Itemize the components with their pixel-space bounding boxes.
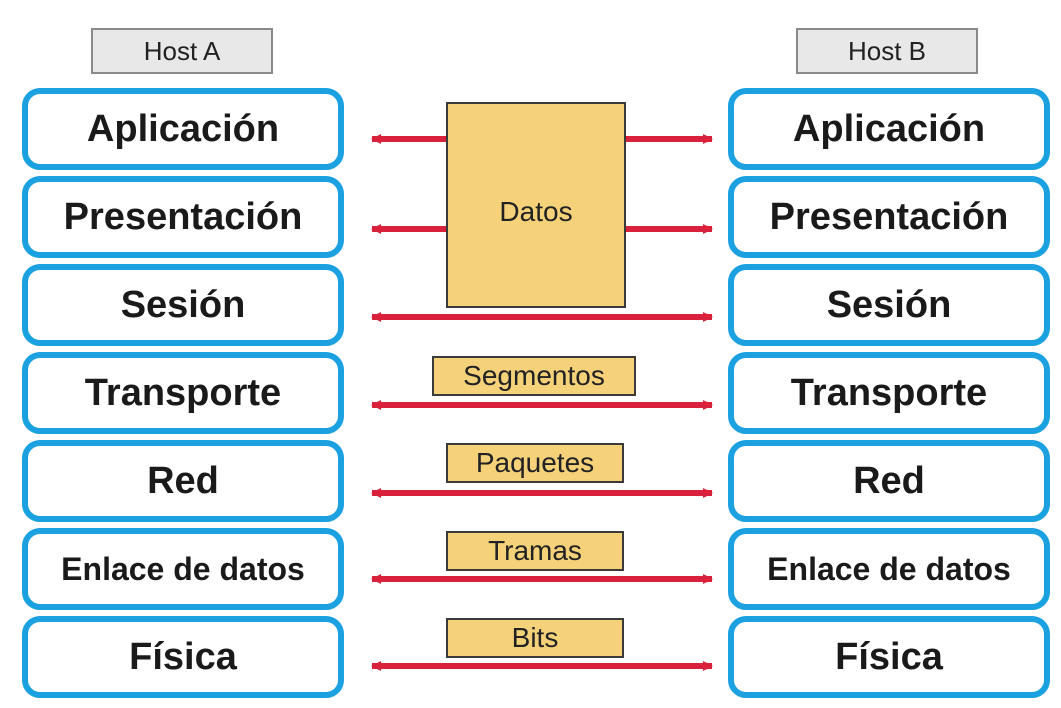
host-a-layer-transporte: Transporte [22,352,344,434]
pdu-paquetes: Paquetes [446,443,624,483]
host-b-layer-sesion: Sesión [728,264,1050,346]
host-b-layer-fisica: Física [728,616,1050,698]
host-a-label: Host A [91,28,273,74]
host-b-layer-aplicacion: Aplicación [728,88,1050,170]
host-a-layer-aplicacion: Aplicación [22,88,344,170]
pdu-tramas: Tramas [446,531,624,571]
pdu-segmentos: Segmentos [432,356,636,396]
host-b-layer-red: Red [728,440,1050,522]
host-b-layer-transporte: Transporte [728,352,1050,434]
host-a-layer-enlace-de-datos: Enlace de datos [22,528,344,610]
pdu-datos: Datos [446,102,626,308]
host-b-layer-enlace-de-datos: Enlace de datos [728,528,1050,610]
host-a-layer-fisica: Física [22,616,344,698]
host-b-layer-presentacion: Presentación [728,176,1050,258]
host-a-layer-sesion: Sesión [22,264,344,346]
host-b-label: Host B [796,28,978,74]
pdu-bits: Bits [446,618,624,658]
host-a-layer-presentacion: Presentación [22,176,344,258]
host-a-layer-red: Red [22,440,344,522]
